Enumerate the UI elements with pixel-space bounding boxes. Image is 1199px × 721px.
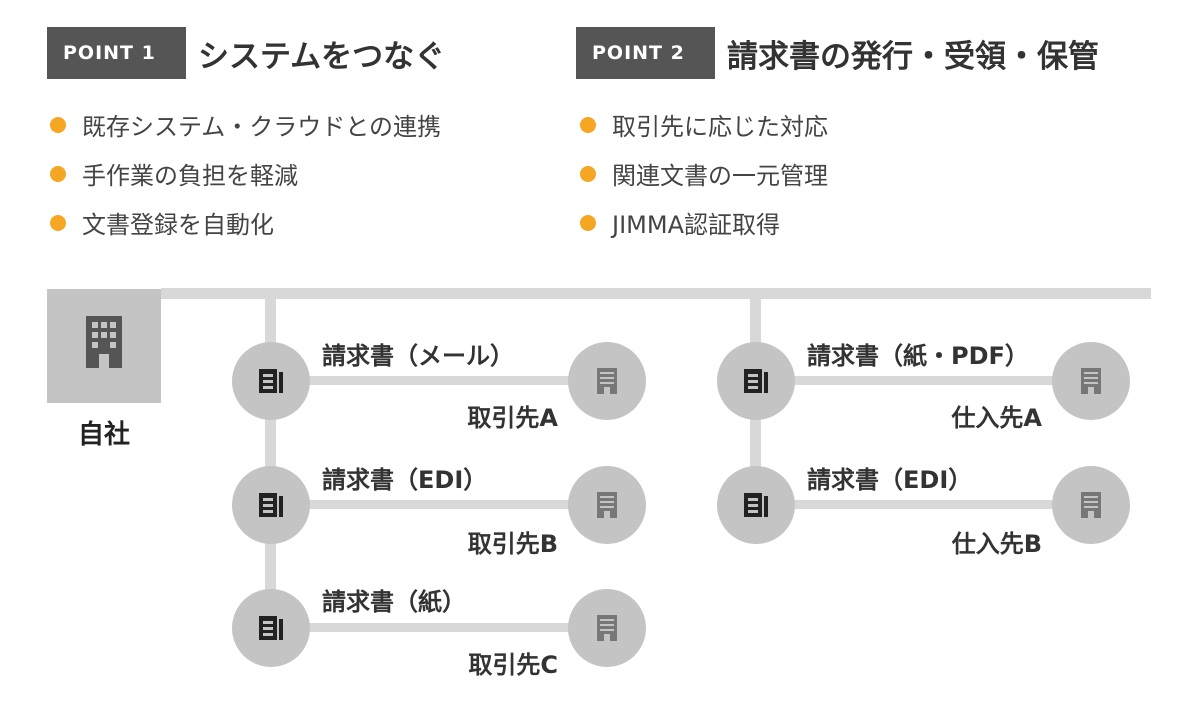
- bullet-dot: [50, 214, 66, 231]
- list-item: 取引先に応じた対応: [580, 100, 828, 149]
- point1-list: 既存システム・クラウドとの連携 手作業の負担を軽減 文書登録を自動化: [50, 100, 441, 247]
- list-item: JIMMA認証取得: [580, 198, 828, 247]
- point2-title: 請求書の発行・受領・保管: [727, 38, 1099, 75]
- building-icon: [597, 492, 617, 518]
- document-icon: [744, 369, 768, 393]
- bullet-dot: [50, 116, 66, 133]
- document-icon: [259, 616, 283, 640]
- list-item: 関連文書の一元管理: [580, 149, 828, 198]
- document-node: [232, 589, 310, 667]
- list-item-text: 文書登録を自動化: [82, 211, 274, 239]
- building-icon: [597, 615, 617, 641]
- document-node: [717, 342, 795, 420]
- partner-label: 取引先B: [467, 530, 558, 558]
- document-icon: [259, 369, 283, 393]
- building-icon: [1081, 368, 1101, 394]
- document-label: 請求書（メール）: [322, 342, 514, 370]
- bullet-dot: [580, 165, 596, 182]
- document-node: [232, 342, 310, 420]
- document-label: 請求書（紙・PDF）: [807, 342, 1029, 370]
- document-label: 請求書（EDI）: [807, 466, 973, 494]
- document-icon: [259, 493, 283, 517]
- list-item-text: 既存システム・クラウドとの連携: [82, 113, 442, 141]
- point2-list: 取引先に応じた対応 関連文書の一元管理 JIMMA認証取得: [580, 100, 828, 247]
- document-label: 請求書（紙）: [322, 588, 466, 616]
- main-connector-line: [161, 288, 1151, 299]
- building-icon: [597, 368, 617, 394]
- bullet-dot: [580, 116, 596, 133]
- partner-label: 取引先A: [467, 404, 558, 432]
- supplier-label: 仕入先A: [951, 404, 1042, 432]
- point1-header: POINT 1 システムをつなぐ: [47, 27, 445, 79]
- list-item: 文書登録を自動化: [50, 198, 441, 247]
- partner-node: [568, 342, 646, 420]
- list-item-text: JIMMA認証取得: [612, 211, 780, 239]
- building-icon: [86, 316, 122, 368]
- point1-title: システムをつなぐ: [198, 38, 446, 75]
- list-item: 既存システム・クラウドとの連携: [50, 100, 441, 149]
- bullet-dot: [580, 214, 596, 231]
- partner-node: [568, 466, 646, 544]
- point1-label: POINT 1: [47, 27, 186, 79]
- document-node: [717, 466, 795, 544]
- partner-label: 取引先C: [468, 651, 558, 679]
- bullet-dot: [50, 165, 66, 182]
- company-node: [47, 289, 161, 403]
- list-item-text: 手作業の負担を軽減: [82, 162, 298, 190]
- point2-header: POINT 2 請求書の発行・受領・保管: [576, 27, 1099, 79]
- list-item-text: 関連文書の一元管理: [612, 162, 828, 190]
- document-icon: [744, 493, 768, 517]
- flow-line: [755, 376, 1092, 385]
- list-item-text: 取引先に応じた対応: [612, 113, 828, 141]
- supplier-node: [1052, 342, 1130, 420]
- document-label: 請求書（EDI）: [322, 466, 488, 494]
- flow-line: [755, 500, 1092, 509]
- building-icon: [1081, 492, 1101, 518]
- point2-label: POINT 2: [576, 27, 715, 79]
- flow-line: [270, 500, 608, 509]
- list-item: 手作業の負担を軽減: [50, 149, 441, 198]
- company-label: 自社: [77, 420, 130, 450]
- left-vertical-line: [265, 288, 276, 628]
- document-node: [232, 466, 310, 544]
- partner-node: [568, 589, 646, 667]
- flow-line: [270, 376, 608, 385]
- supplier-node: [1052, 466, 1130, 544]
- supplier-label: 仕入先B: [951, 530, 1042, 558]
- flow-line: [270, 623, 608, 632]
